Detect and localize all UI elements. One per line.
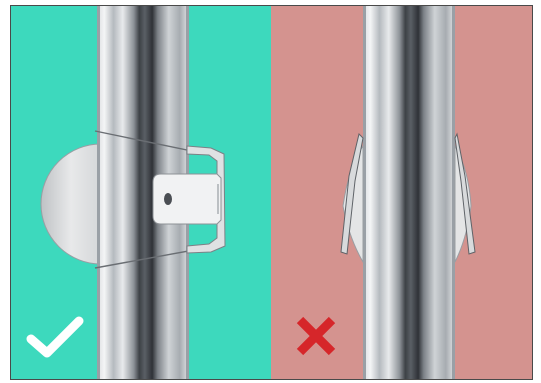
clip-hole (164, 193, 172, 205)
clip-tab (152, 173, 222, 225)
incorrect-installation-illustration (340, 6, 476, 379)
metal-stud (363, 6, 455, 379)
incorrect-installation-panel (271, 6, 532, 379)
fixing-disc (40, 143, 102, 265)
comparison-frame (10, 5, 533, 380)
clip-leg-left (340, 133, 364, 255)
correct-installation-illustration (40, 6, 226, 379)
clip-leg-right (454, 132, 476, 255)
stud-edge-left (97, 6, 100, 379)
check-icon (26, 316, 84, 358)
stud-edge-left (363, 6, 366, 379)
cross-icon (296, 316, 336, 356)
correct-installation-panel (11, 6, 271, 379)
stud-edge-right (452, 6, 455, 379)
